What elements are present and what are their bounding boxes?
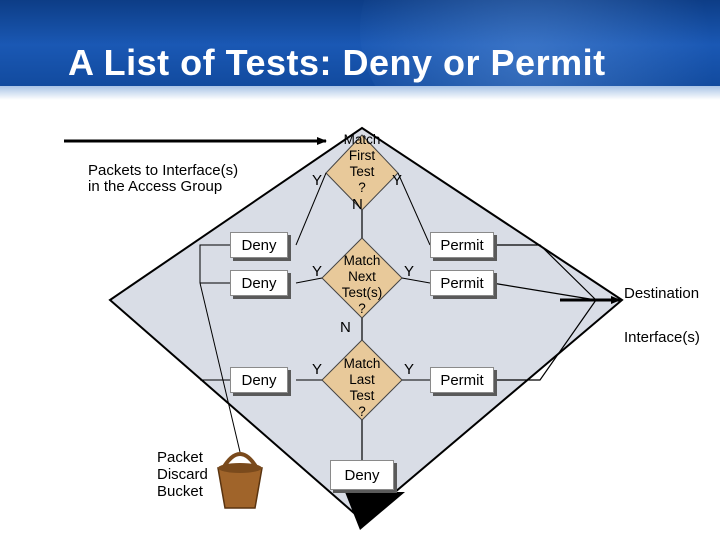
yes-label-2-right: Y: [404, 263, 415, 280]
final-deny-box: Deny: [330, 460, 394, 490]
bucket-label: Packet Discard Bucket: [157, 449, 208, 500]
bucket-icon: [217, 452, 263, 509]
slide-title: A List of Tests: Deny or Permit: [68, 42, 606, 83]
decision-1-label: Match First Test ?: [343, 132, 381, 195]
yes-label-1-right: Y: [392, 172, 403, 189]
decision-3-label: Match Last Test ?: [343, 356, 381, 419]
source-label-line1: Packets to Interface(s): [88, 162, 239, 179]
yes-label-2-left: Y: [312, 263, 323, 280]
title-banner: A List of Tests: Deny or Permit: [0, 0, 720, 100]
yes-label-3-left: Y: [312, 361, 323, 378]
deny-box-3: Deny: [230, 367, 288, 393]
banner-band: [0, 86, 720, 100]
permit-box-3: Permit: [430, 367, 494, 393]
destination-label-line2: Interface(s): [624, 329, 700, 346]
deny-box-1: Deny: [230, 232, 288, 258]
permit-box-1: Permit: [430, 232, 494, 258]
globe-graphic: [360, 0, 720, 100]
source-label-line2: in the Access Group: [88, 178, 223, 195]
yes-label-3-right: Y: [404, 361, 415, 378]
deny-box-2: Deny: [230, 270, 288, 296]
no-label-1: N: [352, 196, 363, 213]
yes-label-1-left: Y: [312, 172, 323, 189]
destination-label-line1: Destination: [624, 285, 700, 302]
decision-2-label: Match Next Test(s) ?: [341, 253, 383, 316]
permit-box-2: Permit: [430, 270, 494, 296]
no-label-2: N: [340, 319, 351, 336]
discard-wedge: [345, 492, 405, 530]
